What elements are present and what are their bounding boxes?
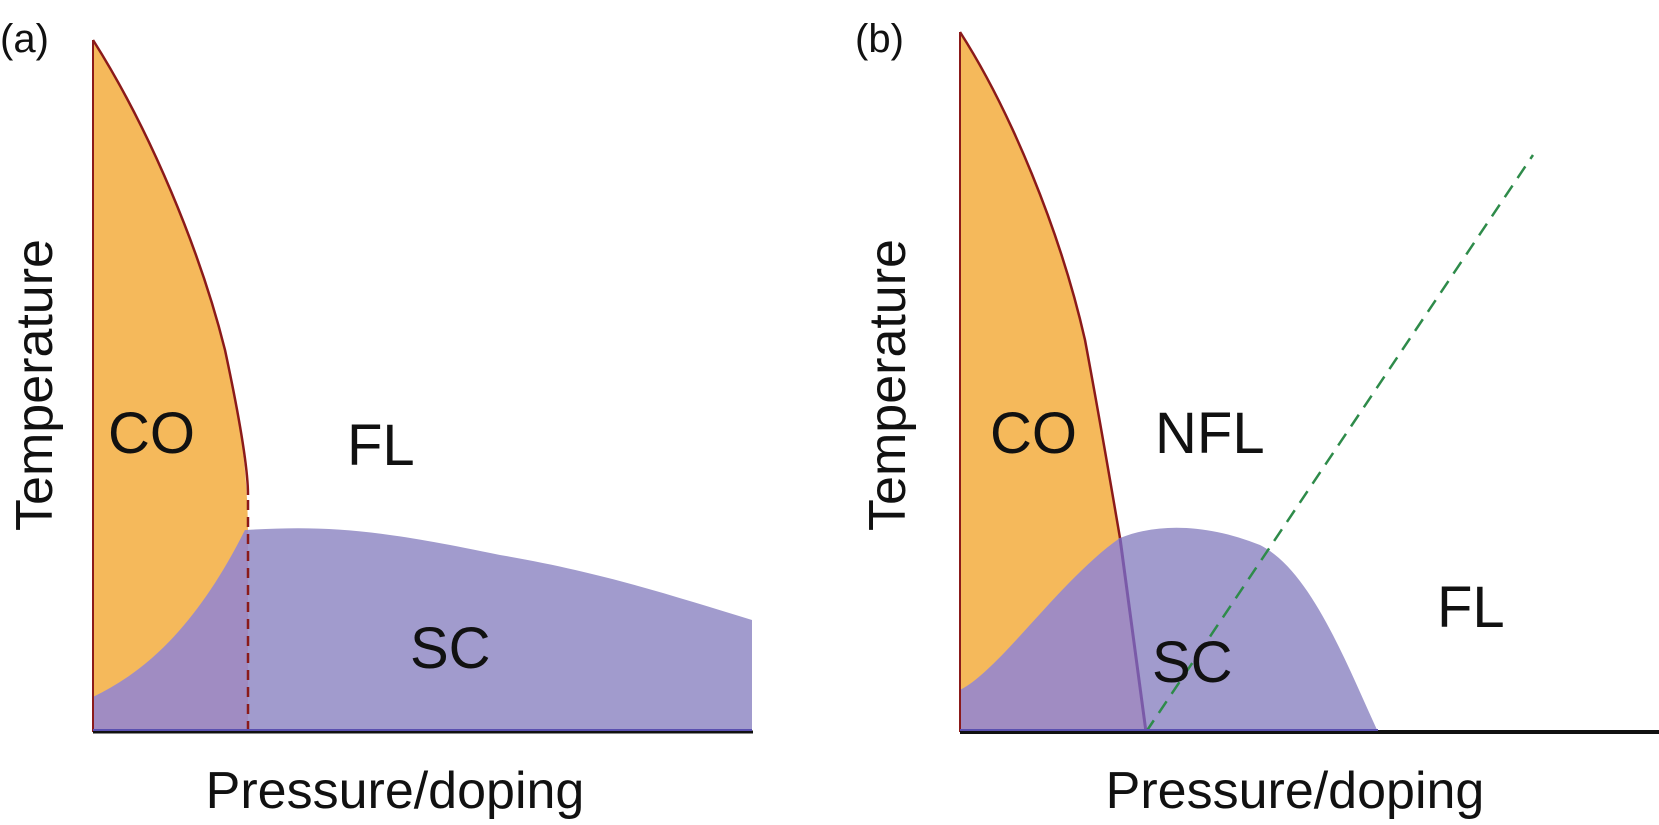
panel-a-sc-region bbox=[93, 528, 752, 732]
panel-b: (b) Temperature Pressure/doping CO NFL S… bbox=[855, 17, 1659, 820]
panel-a-y-axis-label: Temperature bbox=[6, 239, 64, 531]
panel-a: (a) Temperature Pressure/doping CO FL SC bbox=[0, 17, 753, 820]
panel-a-x-axis-label: Pressure/doping bbox=[206, 762, 585, 820]
panel-a-co-region bbox=[93, 40, 248, 732]
panel-b-fl-label: FL bbox=[1437, 575, 1505, 640]
panel-b-y-axis-label: Temperature bbox=[859, 239, 917, 531]
panel-b-co-boundary bbox=[958, 31, 1122, 539]
panel-b-co-label: CO bbox=[990, 401, 1077, 466]
panel-a-co-sc-overlap bbox=[93, 530, 248, 732]
panel-a-co-boundary bbox=[91, 39, 250, 496]
panel-b-sc-label: SC bbox=[1152, 630, 1233, 695]
panel-a-fl-label: FL bbox=[347, 413, 415, 478]
panel-b-label: (b) bbox=[855, 17, 904, 61]
panel-b-x-axis-label: Pressure/doping bbox=[1106, 762, 1485, 820]
panel-b-co-boundary-under-sc bbox=[1118, 537, 1148, 733]
panel-b-co-sc-overlap bbox=[960, 538, 1146, 732]
panel-b-crossover-line bbox=[1144, 154, 1535, 733]
panel-a-co-label: CO bbox=[108, 401, 195, 466]
panel-a-sc-label: SC bbox=[410, 616, 491, 681]
panel-b-nfl-label: NFL bbox=[1155, 401, 1265, 466]
panel-a-label: (a) bbox=[0, 17, 49, 61]
